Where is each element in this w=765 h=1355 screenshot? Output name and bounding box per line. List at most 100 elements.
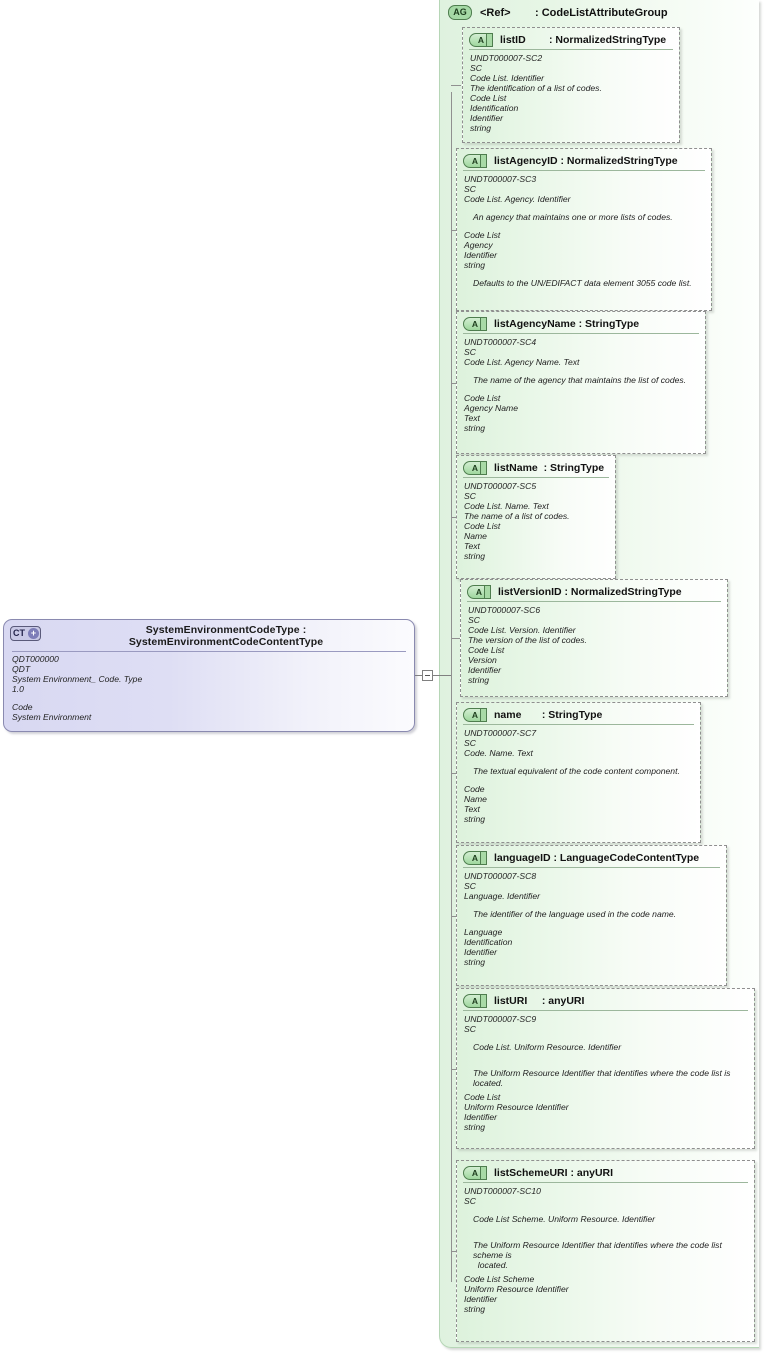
- attribute-annotation-line: Name: [464, 794, 487, 804]
- attribute-icon: A: [463, 994, 487, 1008]
- attribute-annotation-line: UNDT000007-SC9: [464, 1014, 537, 1024]
- attribute-annotation-line: UNDT000007-SC7: [464, 728, 537, 738]
- attribute-annotation-line: Code: [464, 784, 485, 794]
- attribute-annotation-line: string: [470, 123, 492, 133]
- complex-type-divider: [12, 651, 406, 652]
- attribute-annotation-line: Identifier: [464, 947, 497, 957]
- connector-rail: [451, 92, 452, 1282]
- expand-plus-icon[interactable]: +: [28, 628, 39, 639]
- attribute-annotation-line: [464, 1060, 748, 1068]
- attribute-annotation-line: Identification: [464, 937, 513, 947]
- attribute-annotation-line: string: [464, 551, 486, 561]
- attribute-annotation-line: The Uniform Resource Identifier that ide…: [473, 1068, 733, 1088]
- attribute-title: listSchemeURI : anyURI: [494, 1167, 614, 1179]
- attribute-title: listAgencyID : NormalizedStringType: [494, 155, 678, 167]
- attribute-annotation-line: Agency: [464, 240, 493, 250]
- attribute-annotation-line: Identifier: [464, 1112, 497, 1122]
- attribute-annotation-line: The identification of a list of codes.: [470, 83, 602, 93]
- attribute-annotation-line: [464, 367, 699, 375]
- attribute-annotation-line: [464, 222, 705, 230]
- attribute-annotation-line: [464, 270, 705, 278]
- connector-segment-right: [433, 675, 451, 676]
- attribute-annotation-line: Code List. Version. Identifier: [468, 625, 576, 635]
- attribute-group-header: AG <Ref> : CodeListAttributeGroup: [448, 5, 668, 20]
- attribute-title: listURI : anyURI: [494, 995, 585, 1007]
- attribute-title: listName : StringType: [494, 462, 605, 474]
- complex-type-annotation-line: 1.0: [12, 684, 24, 694]
- complex-type-icon[interactable]: CT +: [10, 626, 41, 641]
- attribute-annotation-line: Code List. Identifier: [470, 73, 545, 83]
- attribute-annotation-line: Code List Scheme. Uniform Resource. Iden…: [473, 1214, 655, 1224]
- attribute-annotation-line: Code List. Name. Text: [464, 501, 549, 511]
- attribute-annotation-line: [464, 901, 720, 909]
- attribute-annotation-line: Agency Name: [464, 403, 518, 413]
- attribute-annotation-line: The version of the list of codes.: [468, 635, 587, 645]
- attribute-group-icon: AG: [448, 5, 472, 20]
- attribute-annotation-line: [464, 1034, 748, 1042]
- attribute-annotation-line: Identifier: [470, 113, 503, 123]
- attribute-divider: [463, 1182, 748, 1183]
- attribute-annotation-line: UNDT000007-SC10: [464, 1186, 541, 1196]
- attribute-annotation-line: Identifier: [464, 1294, 497, 1304]
- complex-type-box[interactable]: CT + SystemEnvironmentCodeType : SystemE…: [3, 619, 415, 732]
- complex-type-annotation-line: QDT: [12, 664, 31, 674]
- attribute-divider: [469, 49, 673, 50]
- attribute-annotation-line: Uniform Resource Identifier: [464, 1284, 569, 1294]
- complex-type-icon-label: CT: [13, 628, 25, 638]
- attribute-annotation-line: string: [464, 1304, 486, 1314]
- attribute-group-title: <Ref> : CodeListAttributeGroup: [480, 6, 668, 19]
- attribute-annotation-line: Code List. Uniform Resource. Identifier: [473, 1042, 622, 1052]
- attribute-annotation-line: located.: [473, 1260, 508, 1270]
- attribute-annotation-line: string: [464, 423, 486, 433]
- attribute-annotation-line: [464, 1232, 748, 1240]
- attribute-divider: [463, 867, 720, 868]
- attribute-annotation-line: Identifier: [468, 665, 501, 675]
- attribute-annotation-line: SC: [464, 881, 476, 891]
- connector-stub: [451, 638, 461, 639]
- attribute-annotation-line: SC: [468, 615, 480, 625]
- attribute-annotation-line: Text: [464, 413, 480, 423]
- attribute-divider: [463, 333, 699, 334]
- attribute-annotation-line: [464, 1224, 748, 1232]
- attribute-annotation-line: Code List Scheme: [464, 1274, 535, 1284]
- attribute-annotation-line: [464, 204, 705, 212]
- attribute-annotation-line: [464, 776, 694, 784]
- attribute-annotation-line: Defaults to the UN/EDIFACT data element …: [473, 278, 692, 288]
- collapse-toggle[interactable]: [422, 670, 433, 681]
- attribute-divider: [463, 170, 705, 171]
- attribute-annotation-line: [464, 1052, 748, 1060]
- complex-type-annotation-line: Code: [12, 702, 33, 712]
- complex-type-header: CT + SystemEnvironmentCodeType : SystemE…: [4, 620, 414, 651]
- attribute-annotation-line: An agency that maintains one or more lis…: [473, 212, 673, 222]
- attribute-annotation-line: [464, 385, 699, 393]
- attribute-annotation-line: The identifier of the language used in t…: [473, 909, 677, 919]
- attribute-icon: A: [469, 33, 493, 47]
- attribute-divider: [463, 724, 694, 725]
- attribute-annotation-line: [464, 919, 720, 927]
- attribute-annotation-line: Text: [464, 541, 480, 551]
- complex-type-annotation-line: System Environment: [12, 712, 92, 722]
- attribute-title: name : StringType: [494, 709, 603, 721]
- attribute-annotation-line: UNDT000007-SC3: [464, 174, 537, 184]
- attribute-annotation-line: Identifier: [464, 250, 497, 260]
- attribute-divider: [463, 1010, 748, 1011]
